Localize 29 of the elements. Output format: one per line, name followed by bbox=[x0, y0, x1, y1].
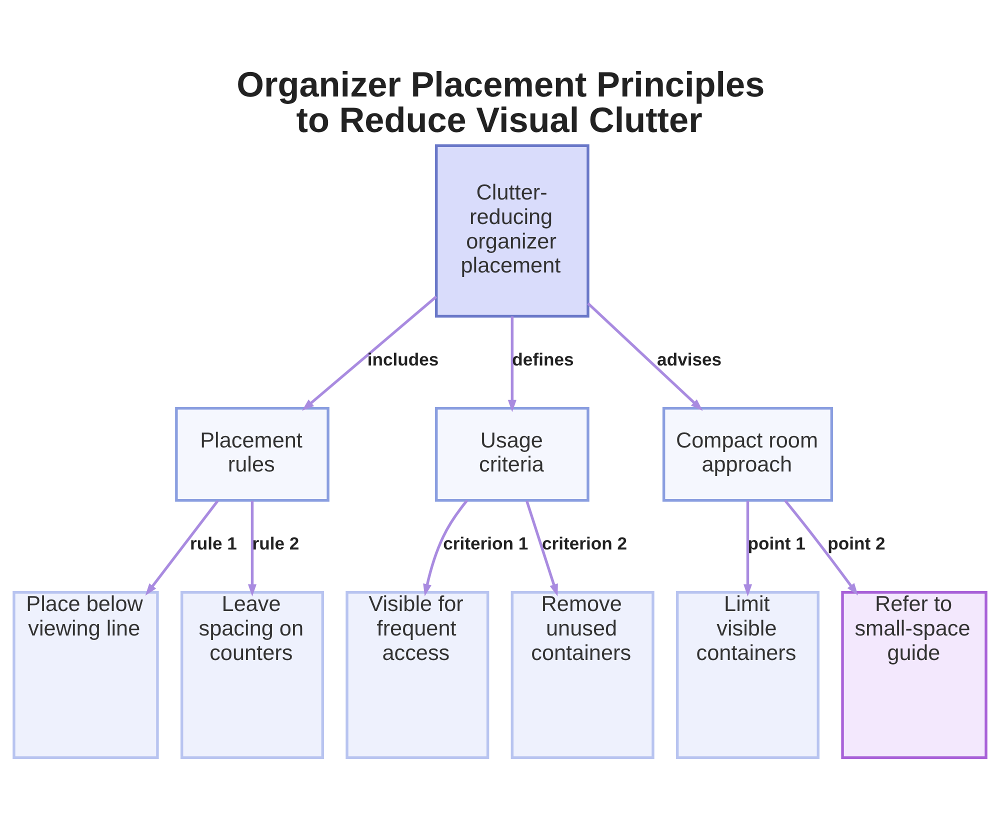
edge-label: criterion 2 bbox=[542, 533, 628, 554]
node-box: Place below viewing line bbox=[12, 590, 159, 758]
edge-label: defines bbox=[512, 349, 574, 370]
edge-label: criterion 1 bbox=[443, 533, 528, 554]
arrow bbox=[248, 500, 257, 596]
node-box: Compact room approach bbox=[662, 406, 834, 502]
node-box: Placement rules bbox=[175, 406, 330, 502]
node-box: Clutter-reducing organizer placement bbox=[435, 144, 590, 318]
edge-label: point 1 bbox=[748, 533, 806, 554]
diagram-title: Organizer Placement Principles to Reduce Visual Clutter bbox=[236, 65, 765, 140]
arrow bbox=[423, 499, 468, 596]
arrow bbox=[302, 295, 438, 410]
edge-label: rule 2 bbox=[252, 533, 300, 554]
edge-label: rule 1 bbox=[190, 533, 237, 554]
edge-label: includes bbox=[367, 349, 439, 370]
node-box: Usage criteria bbox=[435, 406, 590, 502]
node-box: Visible for frequent access bbox=[346, 590, 490, 758]
arrow bbox=[587, 302, 703, 410]
node-box: Limit visible containers bbox=[676, 590, 820, 758]
node-box: Remove unused containers bbox=[510, 590, 654, 758]
arrow bbox=[784, 499, 858, 595]
arrow bbox=[508, 316, 516, 412]
edge-label: advises bbox=[657, 349, 722, 370]
arrow bbox=[145, 500, 219, 596]
edge-label: point 2 bbox=[828, 533, 886, 554]
node-box: Refer to small-space guide bbox=[841, 590, 988, 758]
arrow bbox=[743, 500, 752, 596]
arrow bbox=[525, 500, 558, 596]
node-box: Leave spacing on counters bbox=[180, 590, 324, 758]
